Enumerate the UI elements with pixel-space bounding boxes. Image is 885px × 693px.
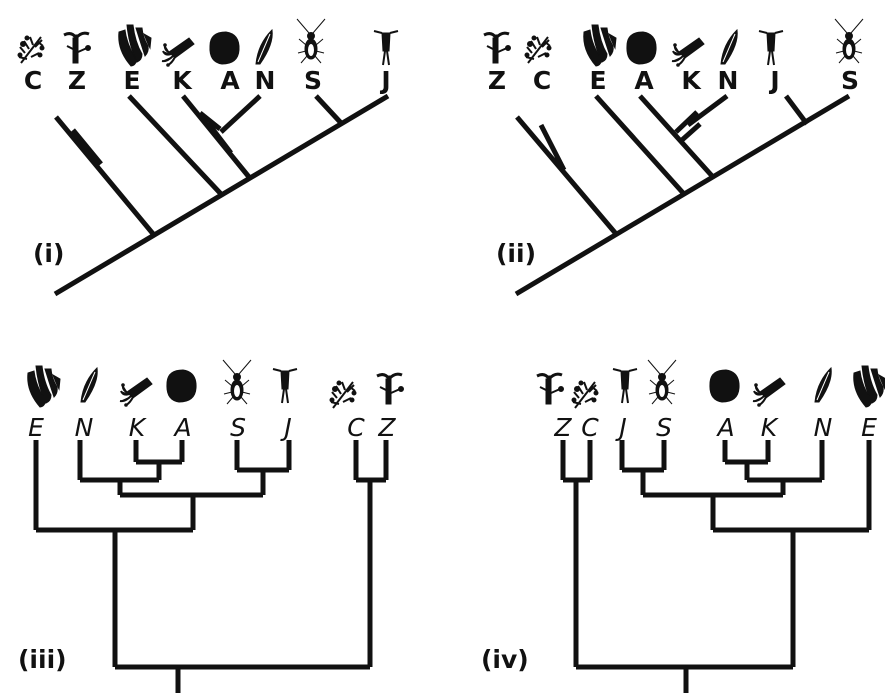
tip-label: Z (377, 413, 396, 442)
tree-ii-tip-labels: Z C E A K N J S (488, 66, 859, 95)
tip-label: J (379, 66, 390, 95)
hydrozoan-polyp-icon (375, 372, 405, 406)
panel-label-ii: (ii) (496, 239, 536, 268)
coral-branch-icon (524, 35, 552, 64)
sponge-blob-icon (626, 31, 657, 65)
tip-label: K (172, 66, 193, 95)
hydrozoan-polyp-icon (482, 31, 512, 65)
coral-branch-icon (571, 380, 599, 409)
tip-label: Z (553, 413, 572, 442)
copepod-icon (373, 30, 399, 66)
copepod-icon (272, 368, 298, 404)
tip-label: N (75, 413, 94, 442)
tip-label: A (172, 413, 191, 442)
feather-leaf-icon (720, 29, 738, 65)
copepod-icon (758, 30, 784, 66)
tree-i-internal-branches (54, 94, 344, 237)
tip-label: K (129, 413, 148, 442)
tip-label: E (589, 66, 606, 95)
sea-pen-icon (118, 24, 152, 67)
tip-label: E (123, 66, 140, 95)
insect-icon (296, 18, 326, 64)
tip-label: C (24, 66, 42, 95)
panel-label-iv: (iv) (481, 645, 529, 674)
tree-iv-tip-labels: Z C J S A K N E (553, 413, 877, 442)
tree-iii-tip-labels: E N K A S J C Z (28, 413, 396, 442)
panel-label-iii: (iii) (18, 645, 67, 674)
tree-ii-internal-branches (515, 93, 809, 237)
tree-iv-branches (560, 440, 872, 693)
insect-icon (222, 359, 252, 405)
sponge-blob-icon (209, 31, 240, 65)
insect-icon (647, 359, 677, 405)
tree-panel-iv: Z C J S A K N E (iv) (481, 359, 885, 693)
tip-label: N (718, 66, 739, 95)
tree-iv-organism-icons (535, 359, 885, 409)
tree-panel-i: C Z E K A N S J (i) (17, 18, 399, 297)
sea-pen-icon (27, 365, 61, 408)
sponge-blob-icon (166, 369, 197, 403)
tip-label: S (656, 413, 672, 442)
tip-label: K (761, 413, 780, 442)
tip-label: C (533, 66, 551, 95)
tip-label: S (304, 66, 322, 95)
tip-label: A (220, 66, 240, 95)
tip-label: S (230, 413, 246, 442)
feather-leaf-icon (814, 367, 832, 403)
sea-pen-icon (583, 24, 617, 67)
tip-label: C (581, 413, 599, 442)
insect-icon (834, 18, 864, 64)
tree-ii-organism-icons (482, 18, 864, 68)
tree-i-organism-icons (17, 18, 399, 68)
tip-label: E (28, 413, 44, 442)
tree-iii-branches (33, 440, 389, 693)
tree-i-tip-labels: C Z E K A N S J (24, 66, 391, 95)
coral-branch-icon (329, 380, 357, 409)
copepod-icon (612, 368, 638, 404)
tip-label: J (614, 413, 626, 442)
tip-label: K (681, 66, 702, 95)
panel-label-i: (i) (33, 239, 64, 268)
tip-label: S (841, 66, 859, 95)
squid-icon (119, 377, 153, 408)
tip-label: Z (488, 66, 506, 95)
tip-label: A (715, 413, 734, 442)
tree-panel-iii: E N K A S J C Z (iii) (18, 359, 405, 693)
tree-i-trunk-branch (53, 93, 390, 297)
sea-pen-icon (853, 365, 885, 408)
feather-leaf-icon (255, 29, 273, 65)
tip-label: N (255, 66, 276, 95)
hydrozoan-polyp-icon (62, 31, 92, 65)
tree-panel-ii: Z C E A K N J S (ii) (482, 18, 864, 297)
coral-branch-icon (17, 35, 45, 64)
squid-icon (161, 37, 195, 68)
feather-leaf-icon (80, 367, 98, 403)
tree-iii-organism-icons (27, 359, 405, 409)
tip-label: N (814, 413, 833, 442)
squid-icon (671, 37, 705, 68)
tip-label: C (347, 413, 365, 442)
tip-label: J (768, 66, 779, 95)
sponge-blob-icon (709, 369, 740, 403)
tip-label: A (634, 66, 654, 95)
tip-label: J (279, 413, 291, 442)
tip-label: E (861, 413, 877, 442)
tip-label: Z (68, 66, 86, 95)
squid-icon (752, 377, 786, 408)
hydrozoan-polyp-icon (535, 372, 565, 406)
